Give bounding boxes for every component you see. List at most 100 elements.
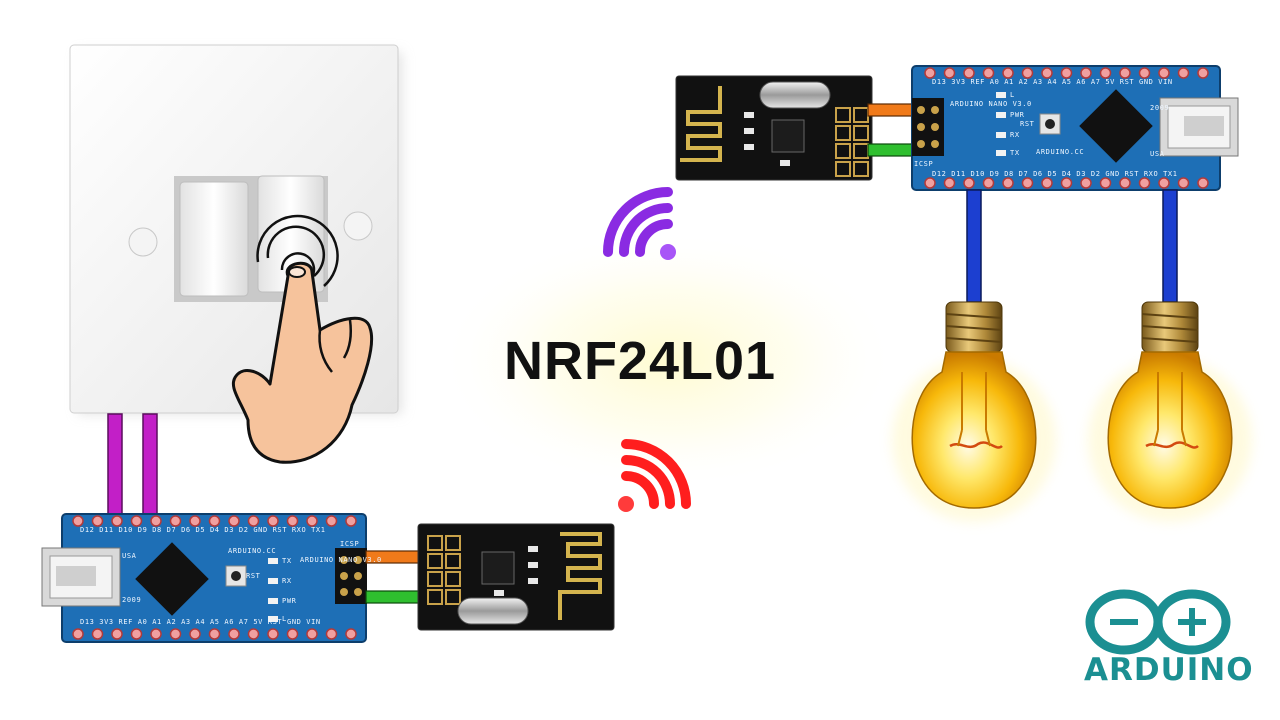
pin-hole (1042, 178, 1052, 188)
pin-hole (249, 516, 259, 526)
right-board-usa-label: USA (1150, 150, 1164, 158)
pin-hole (984, 178, 994, 188)
left-board-usa-label: USA (122, 552, 136, 560)
left-board-maker-label: ARDUINO.CC (228, 547, 276, 555)
pin-hole (210, 629, 220, 639)
pin-hole (1101, 178, 1111, 188)
pin-hole (1120, 68, 1130, 78)
rocker-left[interactable] (180, 182, 248, 296)
screw-left (129, 228, 157, 256)
pin-hole (268, 629, 278, 639)
pin-hole (1198, 178, 1208, 188)
pin-hole (1081, 68, 1091, 78)
right-board-led-tx: TX (1010, 149, 1020, 157)
pin-hole (1062, 68, 1072, 78)
pin-hole (1179, 68, 1189, 78)
arduino-logo-text: ARDUINO (1084, 652, 1234, 688)
pin-hole (1159, 178, 1169, 188)
right-board-bottom-pin-labels: D12 D11 D10 D9 D8 D7 D6 D5 D4 D3 D2 GND … (932, 170, 1178, 178)
pin-hole (249, 629, 259, 639)
crystal-left (458, 598, 528, 624)
pin-hole (307, 516, 317, 526)
pin-holes-top-right (925, 68, 1208, 78)
pin-hole (984, 68, 994, 78)
pin-hole (925, 68, 935, 78)
pin-hole (964, 178, 974, 188)
crystal-right (760, 82, 830, 108)
left-board-top-pin-labels: D12 D11 D10 D9 D8 D7 D6 D5 D4 D3 D2 GND … (80, 526, 326, 534)
pin-hole (1120, 178, 1130, 188)
pin-hole (73, 629, 83, 639)
right-board-led-rx: RX (1010, 131, 1020, 139)
right-board-top-pin-labels: D13 3V3 REF A0 A1 A2 A3 A4 A5 A6 A7 5V R… (932, 78, 1173, 86)
pin-hole (229, 516, 239, 526)
pin-hole (1081, 178, 1091, 188)
pin-hole (1179, 178, 1189, 188)
pin-hole (1003, 68, 1013, 78)
pin-holes-bottom-left (73, 629, 356, 639)
right-board-year-label: 2009 (1150, 104, 1169, 112)
arduino-logo-icon (1090, 594, 1226, 650)
left-board-year-label: 2009 (122, 596, 141, 604)
pin-hole (307, 629, 317, 639)
pin-hole (945, 68, 955, 78)
left-board-rst-label: RST (246, 572, 260, 580)
left-board-model-label: ARDUINO NANO V3.0 (300, 556, 382, 564)
pin-hole (1023, 68, 1033, 78)
pin-hole (346, 516, 356, 526)
wires-switch-to-left-board (108, 414, 157, 520)
pin-hole (112, 629, 122, 639)
pin-hole (1159, 68, 1169, 78)
pin-hole (1198, 68, 1208, 78)
left-board-led-rx: RX (282, 577, 292, 585)
pin-hole (268, 516, 278, 526)
pin-hole (93, 516, 103, 526)
pin-hole (151, 629, 161, 639)
pin-hole (964, 68, 974, 78)
pin-hole (1140, 68, 1150, 78)
pin-hole (346, 629, 356, 639)
pin-holes-bottom-right (925, 178, 1208, 188)
right-board-led-l: L (1010, 91, 1015, 99)
right-board-led-pwr: PWR (1010, 111, 1024, 119)
pin-hole (112, 516, 122, 526)
pin-hole (925, 178, 935, 188)
pin-hole (945, 178, 955, 188)
pin-hole (190, 629, 200, 639)
pin-hole (327, 629, 337, 639)
screw-right (344, 212, 372, 240)
pin-hole (1003, 178, 1013, 188)
pin-hole (171, 516, 181, 526)
right-board-model-label: ARDUINO NANO V3.0 (950, 100, 1032, 108)
pin-hole (93, 629, 103, 639)
left-board-led-pwr: PWR (282, 597, 296, 605)
pin-hole (1042, 68, 1052, 78)
left-board-icsp-label: ICSP (340, 540, 359, 548)
pin-hole (229, 629, 239, 639)
pin-hole (1062, 178, 1072, 188)
right-board-icsp-label: ICSP (914, 160, 933, 168)
nrf-chip-right (772, 120, 804, 152)
pin-hole (1101, 68, 1111, 78)
pin-hole (190, 516, 200, 526)
pin-hole (210, 516, 220, 526)
pin-hole (132, 516, 142, 526)
nrf24l01-module-right (676, 76, 872, 180)
pin-hole (1140, 178, 1150, 188)
nrf24l01-module-left (418, 524, 614, 630)
pin-hole (73, 516, 83, 526)
pin-hole (288, 516, 298, 526)
pin-hole (132, 629, 142, 639)
pin-hole (171, 629, 181, 639)
pin-hole (151, 516, 161, 526)
right-board-rst-label: RST (1020, 120, 1034, 128)
left-board-led-l: L (282, 615, 287, 623)
diagram-title: NRF24L01 (0, 330, 1280, 392)
wires-right-board-to-bulbs (967, 190, 1177, 302)
pin-holes-top-left (73, 516, 356, 526)
left-board-led-tx: TX (282, 557, 292, 565)
pin-hole (327, 516, 337, 526)
right-board-maker-label: ARDUINO.CC (1036, 148, 1084, 156)
pin-hole (288, 629, 298, 639)
pin-hole (1023, 178, 1033, 188)
